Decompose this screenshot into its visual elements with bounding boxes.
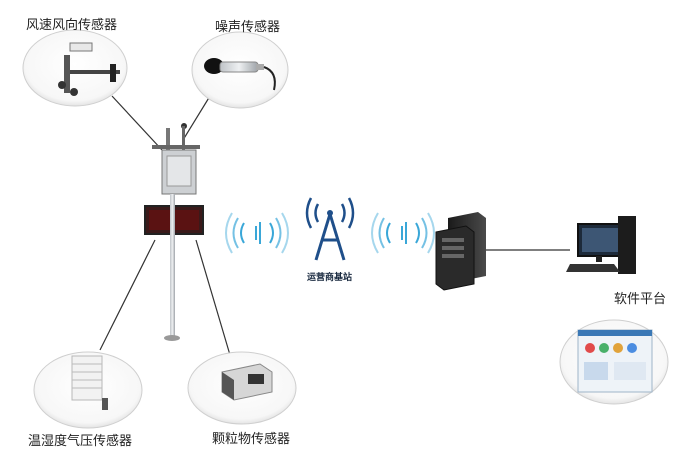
line-noise	[182, 95, 211, 141]
connector-lines	[99, 95, 570, 356]
noise-sensor-icon	[204, 58, 276, 91]
station-icon	[144, 123, 204, 341]
thp-sensor-icon	[71, 355, 108, 410]
label-pm-sensor: 颗粒物传感器	[212, 432, 291, 447]
server-icon	[435, 212, 486, 291]
signal-waves-left	[225, 212, 289, 254]
signal-waves-right	[371, 212, 435, 254]
tower-icon	[305, 197, 355, 261]
label-tower: 运营商基站	[307, 273, 353, 283]
line-wind	[111, 95, 163, 151]
line-pm	[195, 239, 231, 356]
computer-icon	[566, 216, 636, 274]
platform-bubble	[559, 319, 669, 405]
line-thp	[99, 239, 156, 351]
label-noise-sensor: 噪声传感器	[215, 20, 281, 35]
label-wind-sensor: 风速风向传感器	[26, 18, 118, 33]
label-thp-sensor: 温湿度气压传感器	[28, 434, 133, 449]
wind-sensor-icon	[58, 42, 120, 96]
pm-sensor-icon	[221, 363, 273, 401]
bubble-wind	[22, 29, 128, 107]
label-platform: 软件平台	[614, 292, 667, 307]
